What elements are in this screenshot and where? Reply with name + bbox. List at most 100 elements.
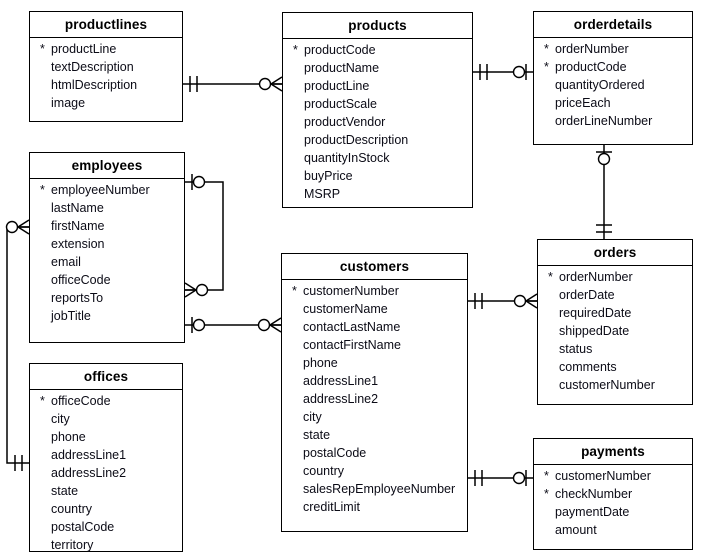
field-name: addressLine2	[303, 392, 379, 406]
entity-title-products: products	[283, 13, 472, 39]
primary-key-marker: *	[40, 183, 45, 197]
field-row: productScale	[283, 95, 472, 113]
field-name: contactFirstName	[303, 338, 401, 352]
field-name: MSRP	[304, 187, 341, 201]
entity-title-orderdetails: orderdetails	[534, 12, 692, 38]
field-row: productVendor	[283, 113, 472, 131]
field-row: extension	[30, 235, 184, 253]
field-name: extension	[51, 237, 105, 251]
entity-title-offices: offices	[30, 364, 182, 390]
field-row: postalCode	[30, 518, 182, 536]
field-row: state	[30, 482, 182, 500]
field-row: amount	[534, 521, 692, 539]
field-name: email	[51, 255, 81, 269]
field-name: productLine	[304, 79, 370, 93]
field-row: customerNumber	[538, 376, 692, 394]
field-row: addressLine2	[30, 464, 182, 482]
field-row: addressLine1	[30, 446, 182, 464]
primary-key-marker: *	[548, 270, 553, 284]
field-name: territory	[51, 538, 94, 552]
field-row: state	[282, 426, 467, 444]
field-row: MSRP	[283, 185, 472, 203]
field-name: textDescription	[51, 60, 134, 74]
primary-key-marker: *	[40, 42, 45, 56]
field-name: customerNumber	[555, 469, 651, 483]
primary-key-marker: *	[293, 43, 298, 57]
field-name: lastName	[51, 201, 104, 215]
field-row: * productCode	[534, 58, 692, 76]
field-name: status	[559, 342, 593, 356]
field-row: jobTitle	[30, 307, 184, 325]
field-row: country	[282, 462, 467, 480]
field-row: *orderNumber	[534, 40, 692, 58]
entity-title-orders: orders	[538, 240, 692, 266]
field-name: customerNumber	[303, 284, 399, 298]
field-name: productName	[304, 61, 380, 75]
field-name: state	[51, 484, 79, 498]
field-row: paymentDate	[534, 503, 692, 521]
entity-title-employees: employees	[30, 153, 184, 179]
field-row: contactLastName	[282, 318, 467, 336]
field-row: postalCode	[282, 444, 467, 462]
field-name: amount	[555, 523, 597, 537]
field-name: productCode	[555, 60, 627, 74]
primary-key-marker: *	[544, 487, 549, 501]
field-row: * customerNumber	[282, 282, 467, 300]
field-name: country	[51, 502, 92, 516]
field-row: *productLine	[30, 40, 182, 58]
primary-key-marker: *	[544, 60, 549, 74]
field-name: officeCode	[51, 394, 111, 408]
field-row: city	[282, 408, 467, 426]
field-name: productScale	[304, 97, 377, 111]
entity-field-list: * customerNumber customerName contactLastNa…	[282, 280, 467, 516]
field-name: state	[303, 428, 331, 442]
entity-field-list: *productLine textDescription htmlDescripti…	[30, 38, 182, 112]
field-name: employeeNumber	[51, 183, 150, 197]
field-name: jobTitle	[51, 309, 91, 323]
field-name: comments	[559, 360, 617, 374]
field-name: firstName	[51, 219, 105, 233]
field-row: shippedDate	[538, 322, 692, 340]
field-name: priceEach	[555, 96, 611, 110]
field-name: addressLine1	[51, 448, 127, 462]
field-row: * customerNumber	[534, 467, 692, 485]
primary-key-marker: *	[544, 469, 549, 483]
field-row: creditLimit	[282, 498, 467, 516]
primary-key-marker: *	[292, 284, 297, 298]
field-name: phone	[303, 356, 338, 370]
field-row: country	[30, 500, 182, 518]
field-name: requiredDate	[559, 306, 632, 320]
field-name: customerNumber	[559, 378, 655, 392]
field-row: addressLine1	[282, 372, 467, 390]
field-name: country	[303, 464, 344, 478]
field-row: * employeeNumber	[30, 181, 184, 199]
field-row: salesRepEmployeeNumber	[282, 480, 467, 498]
field-name: contactLastName	[303, 320, 401, 334]
field-name: shippedDate	[559, 324, 630, 338]
field-name: reportsTo	[51, 291, 104, 305]
field-name: postalCode	[51, 520, 115, 534]
field-row: productName	[283, 59, 472, 77]
field-name: salesRepEmployeeNumber	[303, 482, 456, 496]
field-name: orderNumber	[555, 42, 629, 56]
entity-employees[interactable]: employees * employeeNumber lastName firstNam…	[29, 152, 185, 343]
field-name: creditLimit	[303, 500, 360, 514]
field-row: addressLine2	[282, 390, 467, 408]
field-row: phone	[30, 428, 182, 446]
field-row: customerName	[282, 300, 467, 318]
field-row: productDescription	[283, 131, 472, 149]
field-name: htmlDescription	[51, 78, 138, 92]
field-name: buyPrice	[304, 169, 353, 183]
